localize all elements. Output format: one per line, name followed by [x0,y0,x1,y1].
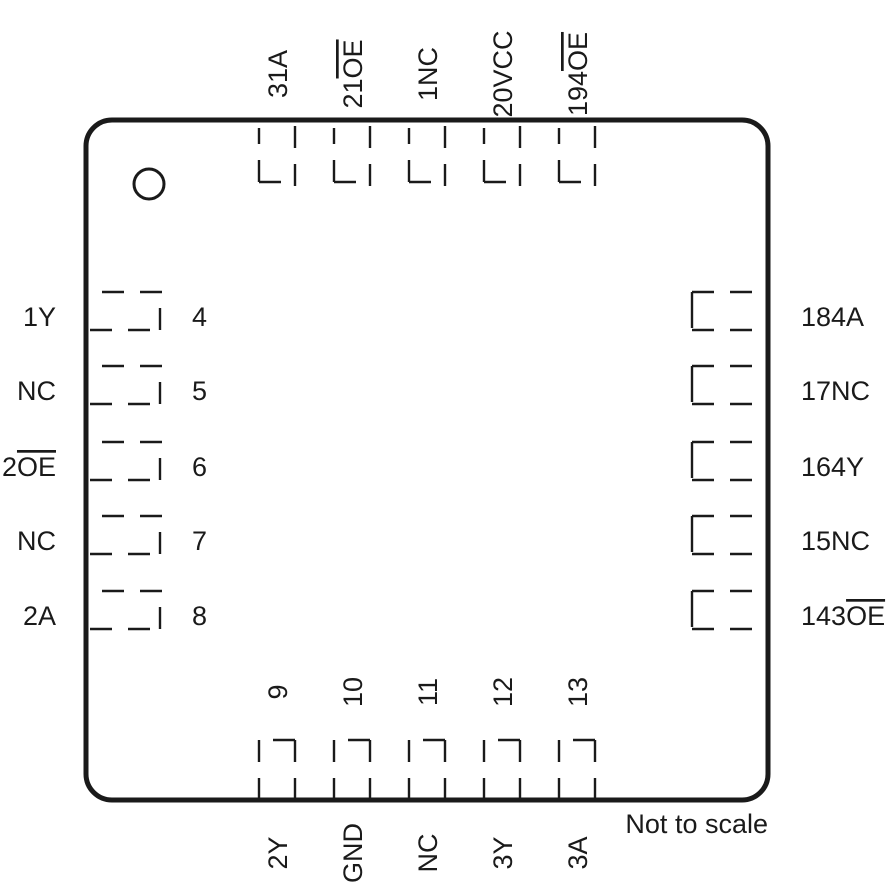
left-pin-pad [90,440,162,482]
left-pin-number: 4 [192,302,207,332]
right-pin-label: 17NC [801,376,870,406]
top-pin-pad [257,122,297,186]
top-pin-label: 1NC [413,47,443,101]
right-pin-pad [690,290,766,332]
left-pin-pad [90,514,162,556]
left-pin-number: 8 [192,601,207,631]
top-pin-pad [557,122,597,186]
left-pin-number: 5 [192,376,207,406]
bottom-pin-label: 2Y [263,836,293,869]
left-pin-number: 7 [192,526,207,556]
bottom-pin-number: 9 [263,684,293,699]
bottom-pin-number: 11 [413,678,443,706]
package-outline [83,117,771,803]
bottom-pin-label: 3Y [488,836,518,869]
top-pin-pad [332,122,372,186]
top-pin-label: 194OE [563,32,593,116]
bottom-pin-pad [257,738,297,798]
right-pin-pad [690,440,766,482]
top-pin-label: 21OE [338,39,368,108]
left-pin-pad [90,364,162,406]
bottom-pin-pad [332,738,372,798]
not-to-scale-note: Not to scale [625,809,768,839]
bottom-pin-label: GND [338,823,368,883]
right-pin-label: 143OE [801,601,885,631]
top-pin-label: 20VCC [488,30,518,117]
bottom-pin-label: 3A [563,836,593,869]
left-pin-label: NC [17,376,56,406]
top-pin-pad [407,122,447,186]
bottom-pin-number: 13 [563,677,593,707]
bottom-pin-label: NC [413,834,443,873]
left-pin-number: 6 [192,452,207,482]
left-pin-label: 1Y [23,302,56,332]
left-pin-pad [90,290,162,332]
left-pin-label: 2A [23,601,56,631]
left-pin-label: 2OE [2,452,56,482]
left-pin-label: NC [17,526,56,556]
top-pin-pad [482,122,522,186]
pin1-indicator [132,167,166,201]
right-pin-pad [690,514,766,556]
right-pin-label: 184A [801,302,864,332]
top-pin-label: 31A [263,50,293,98]
bottom-pin-number: 10 [338,677,368,707]
right-pin-pad [690,589,766,631]
left-pin-pad [90,589,162,631]
right-pin-pad [690,364,766,406]
pin-pads [90,122,766,798]
bottom-pin-pad [482,738,522,798]
right-pin-label: 164Y [801,452,864,482]
bottom-pin-pad [407,738,447,798]
right-pin-label: 15NC [801,526,870,556]
bottom-pin-number: 12 [488,677,518,707]
bottom-pin-pad [557,738,597,798]
